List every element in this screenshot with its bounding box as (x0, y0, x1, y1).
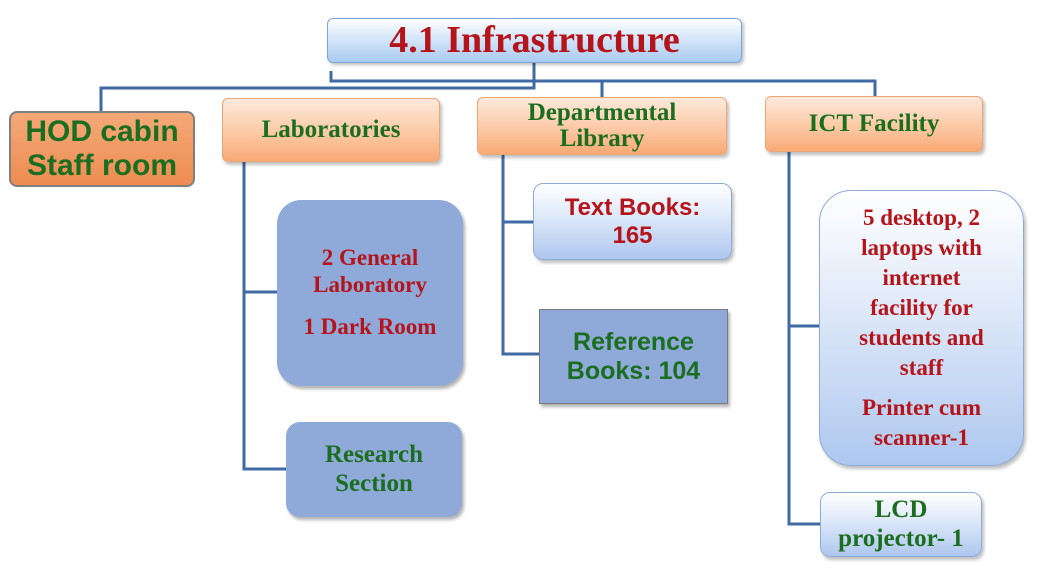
computers-line-2: laptops with (861, 235, 982, 261)
title-text: 4.1 Infrastructure (389, 18, 680, 61)
library-line-1: Departmental (527, 98, 677, 126)
ict-label: ICT Facility (808, 109, 940, 137)
connector-labs-spine (242, 162, 286, 471)
research-line-1: Research (324, 440, 424, 468)
library-line-2: Library (559, 125, 645, 152)
hod-line-1: HOD cabin (25, 114, 179, 148)
departmental-library-box: Departmental Library (477, 97, 727, 155)
lcd-projector-box: LCD projector- 1 (820, 492, 982, 557)
lcd-line-2: projector- 1 (838, 524, 964, 552)
text-books-line-1: Text Books: (564, 193, 701, 221)
computers-line-1: 5 desktop, 2 (863, 205, 980, 231)
text-books-line-2: 165 (612, 221, 653, 249)
lcd-line-1: LCD (874, 495, 928, 523)
computers-line-6: staff (899, 354, 944, 380)
computers-line-5: students and (859, 325, 984, 350)
diagram-title: 4.1 Infrastructure (327, 18, 742, 63)
reference-books-box: Reference Books: 104 (539, 309, 728, 404)
ict-facility-box: ICT Facility (765, 96, 983, 152)
connector-hod (99, 81, 536, 111)
printer-line-2: scanner-1 (874, 424, 969, 450)
general-line-2: Laboratory (313, 271, 427, 297)
computers-box: 5 desktop, 2 laptops with internet facil… (819, 190, 1024, 466)
computers-line-4: facility for (870, 295, 973, 321)
research-line-2: Section (335, 469, 413, 497)
hod-line-2: Staff room (27, 149, 177, 182)
dark-room-line: 1 Dark Room (303, 314, 437, 340)
reference-line-2: Books: 104 (566, 356, 701, 385)
general-line-1: 2 General (321, 245, 419, 271)
connector-ict-spine (787, 152, 820, 526)
general-laboratory-box: 2 General Laboratory 1 Dark Room (277, 200, 463, 386)
laboratories-box: Laboratories (222, 98, 440, 162)
research-section-box: Research Section (286, 422, 462, 517)
text-books-box: Text Books: 165 (533, 183, 732, 260)
laboratories-label: Laboratories (261, 115, 401, 143)
computers-line-3: internet (882, 265, 961, 291)
reference-line-1: Reference (573, 327, 694, 356)
printer-line-1: Printer cum (861, 394, 981, 420)
hod-cabin-box: HOD cabin Staff room (9, 111, 195, 187)
